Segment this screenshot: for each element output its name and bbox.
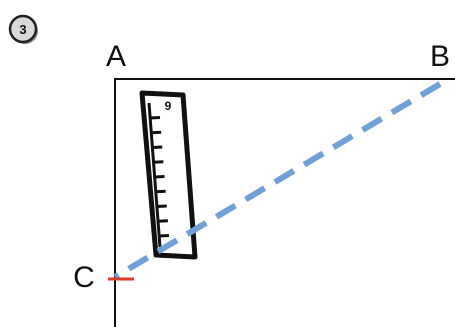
point-a-label: A — [106, 40, 126, 73]
ruler-tick — [155, 189, 166, 194]
ruler-tick — [152, 145, 163, 149]
ruler-tick — [156, 204, 167, 208]
ruler-tick — [158, 234, 170, 238]
step-badge: 3 — [8, 14, 38, 44]
ruler: 9 — [139, 90, 198, 260]
ruler-top-mark: 9 — [165, 99, 172, 113]
ruler-edge — [147, 102, 162, 248]
step-badge-circle — [8, 14, 38, 44]
ruler-tick — [153, 160, 164, 164]
ruler-tick — [149, 116, 161, 120]
dashed-line-bc — [113, 81, 442, 280]
step-badge-number: 3 — [19, 22, 26, 37]
ruler-tick — [157, 219, 168, 223]
ruler-tick — [151, 130, 162, 135]
point-c-label: C — [73, 261, 95, 294]
point-b-label: B — [430, 40, 450, 73]
ruler-tick — [154, 175, 165, 179]
ruler-ticks — [149, 116, 170, 238]
